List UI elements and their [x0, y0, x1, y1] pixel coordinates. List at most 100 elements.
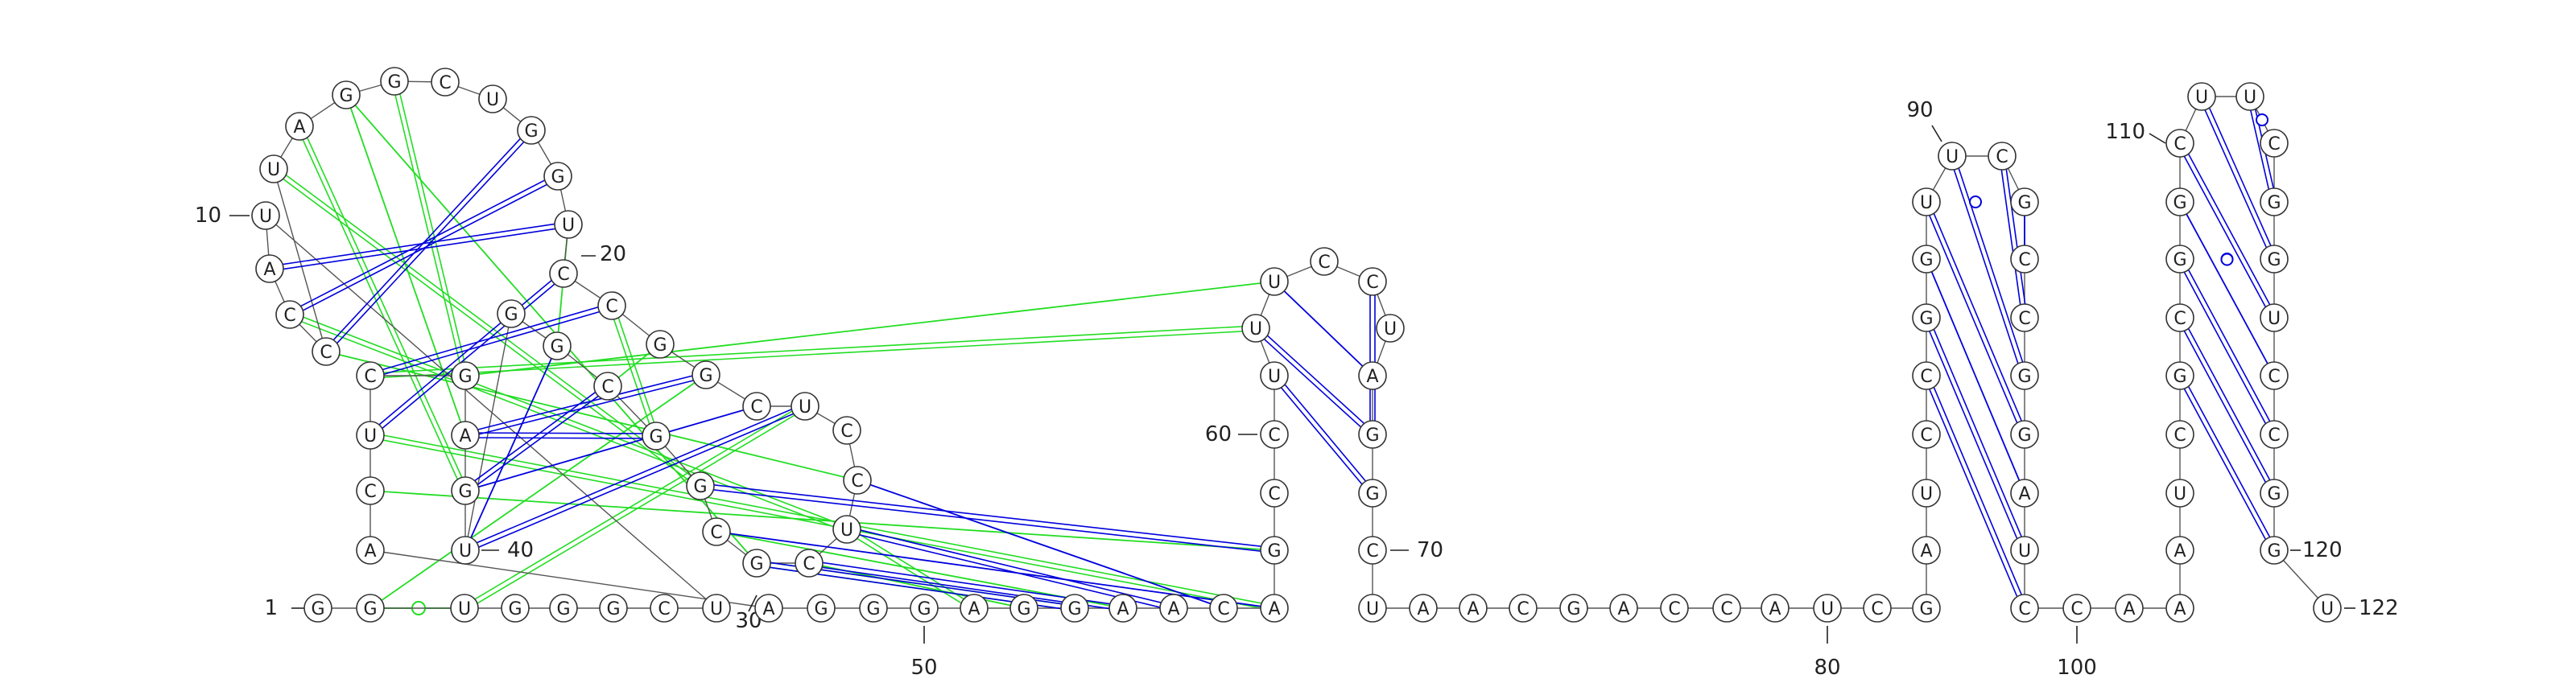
- nucleotide-letter: G: [363, 599, 377, 619]
- nucleotide-letter: U: [259, 207, 272, 227]
- nucleotide: U: [554, 210, 583, 239]
- nucleotide-letter: C: [1517, 599, 1529, 619]
- nucleotide-circle: [1912, 245, 1941, 274]
- nucleotide-letter: G: [311, 599, 324, 619]
- wobble-pair-marker: [1969, 195, 1982, 208]
- canonical-pair-line: [465, 376, 707, 438]
- nucleotide: G: [549, 594, 578, 623]
- nucleotide: C: [1358, 536, 1387, 565]
- nucleotide-letter: C: [840, 422, 852, 442]
- nucleotide-circle: [2010, 187, 2039, 216]
- tertiary-pair-line: [370, 432, 1275, 607]
- nucleotide-circle: [1358, 536, 1387, 565]
- canonical-pair-line: [847, 526, 1174, 607]
- nucleotide: C: [2010, 303, 2039, 332]
- position-label: 40: [507, 538, 534, 562]
- nucleotide-circle: [646, 330, 675, 359]
- canonical-pair-line: [1926, 258, 2025, 494]
- nucleotide: C: [2165, 129, 2194, 158]
- position-label: 60: [1205, 422, 1232, 446]
- nucleotide-letter: A: [2123, 599, 2135, 619]
- position-label: 50: [910, 656, 937, 680]
- nucleotide: C: [356, 476, 385, 505]
- tertiary-pair-line: [396, 80, 469, 376]
- nucleotide-letter: A: [1617, 599, 1629, 619]
- nucleotide-circle: [451, 536, 480, 565]
- nucleotide: G: [543, 162, 572, 191]
- canonical-pair-line: [1954, 154, 2028, 376]
- nucleotide-circle: [686, 471, 715, 500]
- nucleotide-letter: A: [968, 599, 980, 619]
- nucleotide: U: [702, 594, 731, 623]
- nucleotide-circle: [1260, 594, 1289, 623]
- nucleotide-circle: [543, 162, 572, 191]
- nucleotide-letter: A: [1467, 599, 1479, 619]
- nucleotide-letter: A: [459, 426, 471, 446]
- nucleotide: G: [2165, 187, 2194, 216]
- canonical-pair-line: [1928, 374, 2028, 608]
- nucleotide-letter: A: [1167, 599, 1179, 619]
- nucleotide-circle: [593, 372, 622, 401]
- nucleotide: A: [1912, 536, 1941, 565]
- nucleotide: C: [312, 337, 341, 366]
- backbone-segment: [265, 215, 717, 609]
- canonical-pair-line: [2177, 319, 2273, 495]
- nucleotide-circle: [2062, 594, 2091, 623]
- nucleotide-letter: G: [458, 367, 472, 387]
- nucleotide: U: [1241, 314, 1270, 343]
- canonical-pair-line: [700, 487, 1274, 553]
- nucleotide-letter: U: [1920, 484, 1933, 504]
- nucleotide: G: [543, 331, 572, 360]
- nucleotide-circle: [1509, 594, 1538, 623]
- nucleotide-letter: C: [803, 554, 815, 574]
- nucleotide-circle: [2010, 245, 2039, 274]
- nucleotide-letter: U: [2195, 88, 2208, 108]
- nucleotide-letter: G: [2173, 367, 2186, 387]
- nucleotide: U: [791, 392, 819, 421]
- nucleotide: U: [1358, 594, 1387, 623]
- nucleotide-letter: A: [293, 117, 305, 138]
- nucleotide-circle: [332, 80, 361, 109]
- nucleotide-circle: [795, 549, 824, 578]
- nucleotide-letter: C: [2070, 599, 2083, 619]
- nucleotide-letter: G: [2173, 250, 2186, 270]
- nucleotide-letter: C: [1668, 599, 1680, 619]
- position-label-tick: [2149, 133, 2166, 144]
- nucleotide: C: [742, 392, 771, 421]
- tertiary-pair-line: [369, 437, 1274, 611]
- nucleotide: C: [431, 68, 460, 97]
- nucleotide-circle: [1912, 479, 1941, 508]
- nucleotide-circle: [380, 67, 409, 96]
- nucleotide-circle: [2235, 82, 2264, 111]
- nucleotide-circle: [843, 466, 872, 495]
- nucleotide-letter: G: [551, 167, 564, 187]
- canonical-pair-line: [1949, 156, 2023, 377]
- nucleotide-circle: [517, 116, 546, 145]
- nucleotide-letter: C: [750, 397, 762, 418]
- nucleotide-letter: C: [1920, 367, 1932, 387]
- position-label: 20: [600, 242, 626, 266]
- canonical-pair-line: [2198, 97, 2273, 261]
- tertiary-pair-line: [290, 311, 848, 528]
- nucleotide: C: [275, 300, 304, 329]
- canonical-pair-line: [368, 271, 563, 434]
- nucleotide-circle: [2165, 245, 2194, 274]
- nucleotide-letter: G: [1017, 599, 1030, 619]
- nucleotide-letter: C: [851, 471, 863, 492]
- nucleotide-circle: [1358, 420, 1387, 449]
- nucleotide-circle: [285, 112, 314, 141]
- nucleotide-circle: [2313, 594, 2342, 623]
- nucleotide-circle: [478, 84, 507, 113]
- nucleotide-circle: [1209, 594, 1238, 623]
- nucleotide-circle: [451, 421, 480, 450]
- tertiary-pair-line: [301, 125, 469, 491]
- nucleotide: G: [1358, 479, 1387, 508]
- nucleotide-circle: [1912, 187, 1941, 216]
- canonical-pair-line: [1999, 156, 2023, 319]
- backbone-segment: [273, 168, 327, 352]
- nucleotide: C: [832, 416, 861, 445]
- nucleotide-letter: A: [1769, 599, 1781, 619]
- nucleotide: G: [1912, 245, 1941, 274]
- canonical-pair-line: [2181, 142, 2277, 317]
- tertiary-pair-line: [609, 306, 654, 438]
